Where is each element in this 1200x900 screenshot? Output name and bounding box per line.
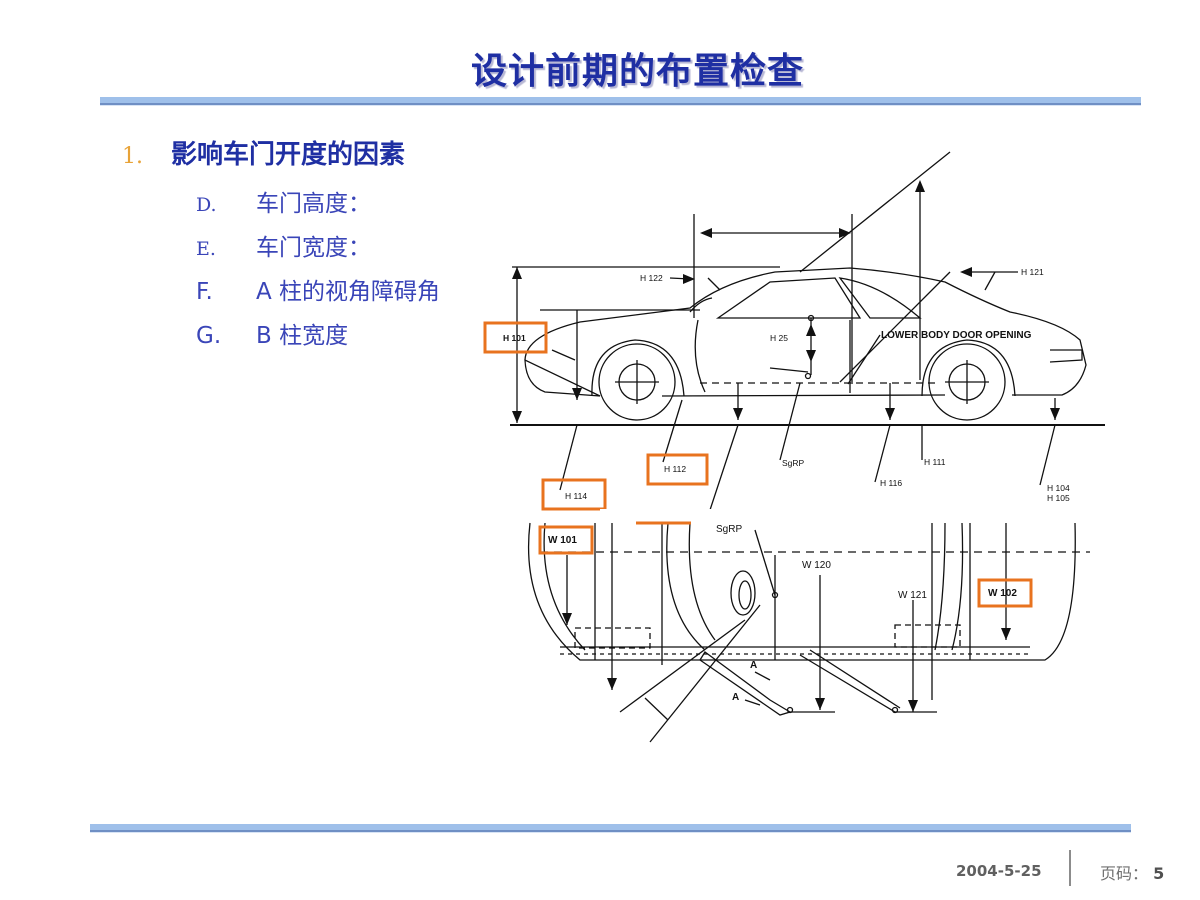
label-w102: W 102 — [988, 588, 1017, 599]
list-item-label: G. — [196, 323, 222, 349]
label-h116: H 116 — [880, 478, 902, 488]
list-item-label: D. — [196, 194, 217, 216]
label-angle-a2: A — [732, 692, 739, 703]
page-title: 设计前期的布置检查 — [470, 51, 804, 92]
footer-divider — [90, 824, 1131, 832]
list-item-text: B 柱宽度 — [256, 323, 349, 349]
label-h122: H 122 — [640, 273, 663, 283]
section-heading: 1. 影响车门开度的因素 — [122, 134, 405, 171]
section-number: 1. — [122, 144, 143, 169]
label-w121: W 121 — [898, 590, 927, 601]
label-lower-body-door-opening: LOWER BODY DOOR OPENING — [881, 330, 1032, 341]
label-w101: W 101 — [548, 535, 577, 546]
footer-page: 页码： 5 — [1100, 860, 1164, 884]
label-h111: H 111 — [924, 457, 946, 467]
list-item-text: 车门高度： — [256, 191, 371, 217]
list-item: E. 车门宽度： — [196, 228, 371, 262]
list-item-label: E. — [196, 238, 216, 260]
footer-date: 2004-5-25 — [956, 862, 1042, 880]
list-item-text: A 柱的视角障碍角 — [256, 279, 441, 305]
label-h114: H 114 — [565, 491, 587, 501]
label-h101: H 101 — [503, 333, 526, 343]
list-item: D. 车门高度： — [196, 184, 371, 218]
label-angle-a1: A — [750, 660, 757, 671]
label-h25: H 25 — [770, 333, 788, 343]
label-w120: W 120 — [802, 560, 831, 571]
page-number: 5 — [1153, 864, 1165, 883]
list-item-text: 车门宽度： — [256, 235, 371, 261]
list-item: F. A 柱的视角障碍角 — [196, 272, 440, 306]
label-h105: H 105 — [1047, 493, 1070, 503]
list-item: G. B 柱宽度 — [196, 316, 348, 350]
title-divider — [100, 97, 1141, 105]
footer-separator — [1069, 850, 1071, 886]
label-sgrp-side: SgRP — [782, 458, 805, 468]
page-label: 页码： — [1100, 864, 1149, 883]
label-sgrp-top: SgRP — [716, 524, 742, 535]
label-h121: H 121 — [1021, 267, 1044, 277]
label-h112: H 112 — [664, 464, 686, 474]
section-heading-text: 影响车门开度的因素 — [171, 140, 406, 170]
list-item-label: F. — [196, 279, 213, 305]
label-h104: H 104 — [1047, 483, 1070, 493]
